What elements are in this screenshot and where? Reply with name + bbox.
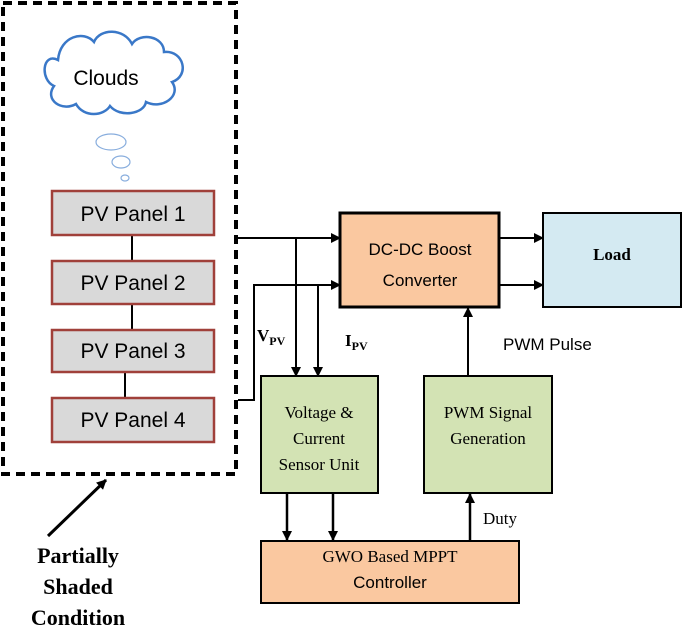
load-block: Load (542, 212, 682, 308)
mppt-label-line1: GWO Based MPPT (322, 547, 458, 566)
partial-shade-label-line2: Shaded (43, 574, 113, 599)
boost-label-line2: Converter (383, 271, 458, 290)
sensor-label-line2: Current (293, 429, 345, 448)
pwm-label-line2: Generation (450, 429, 526, 448)
pv-panel-label: PV Panel 4 (80, 409, 185, 432)
cloud-label: Clouds (73, 67, 138, 90)
dc-dc-boost-converter-block: DC-DC Boost Converter (338, 211, 501, 309)
duty-label: Duty (483, 509, 518, 528)
pv-panel-2: PV Panel 2 (50, 259, 216, 306)
mppt-label-line2: Controller (353, 573, 427, 592)
sensor-unit-block: Voltage & Current Sensor Unit (260, 375, 379, 494)
partial-shade-label-line1: Partially (37, 543, 119, 568)
cloud-icon (43, 30, 184, 182)
vpv-label: VPV (257, 326, 286, 348)
pv-panel-3: PV Panel 3 (50, 328, 216, 374)
pv-panel-4: PV Panel 4 (50, 396, 216, 444)
pwm-label-line1: PWM Signal (444, 403, 533, 422)
sensor-label-line3: Sensor Unit (279, 455, 360, 474)
gwo-mppt-controller-block: GWO Based MPPT Controller (260, 540, 520, 604)
pv-panel-label: PV Panel 3 (80, 340, 185, 363)
pv-panel-1: PV Panel 1 (50, 189, 216, 237)
pwm-pulse-label: PWM Pulse (503, 335, 592, 354)
ipv-label: IPV (345, 331, 368, 353)
load-label: Load (593, 245, 631, 264)
partial-shade-label-line3: Condition (31, 605, 125, 630)
pv-panel-label: PV Panel 1 (80, 203, 185, 226)
boost-label-line1: DC-DC Boost (369, 240, 472, 259)
pv-panel-label: PV Panel 2 (80, 272, 185, 295)
pwm-signal-generation-block: PWM Signal Generation (423, 375, 553, 494)
partial-shade-arrow (46, 478, 108, 538)
sensor-label-line1: Voltage & (284, 403, 353, 422)
